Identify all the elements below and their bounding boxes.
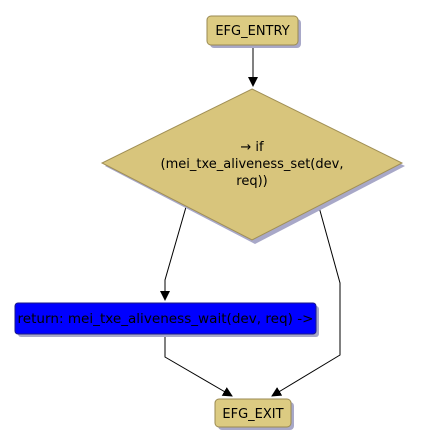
entry-node-box: [206, 15, 299, 46]
decision-label-line1: → if: [240, 140, 264, 155]
process-node-label: return: mei_txe_aliveness_wait(dev, req)…: [18, 312, 314, 327]
process-node-box: [14, 302, 317, 335]
decision-node: → if (mei_txe_aliveness_set(dev, req)): [100, 88, 405, 244]
decision-label-line2: (mei_txe_aliveness_set(dev,: [161, 157, 344, 172]
exit-node-label: EFG_EXIT: [222, 407, 283, 422]
edge-decision-to-process: [160, 206, 187, 301]
exit-node-box: [214, 398, 292, 428]
process-node: return: mei_txe_aliveness_wait(dev, req)…: [14, 302, 319, 337]
entry-node: EFG_ENTRY: [206, 15, 301, 48]
edge-process-to-exit: [164, 333, 233, 397]
exit-node: EFG_EXIT: [214, 398, 294, 430]
decision-label-line3: req)): [236, 174, 267, 189]
entry-node-label: EFG_ENTRY: [215, 24, 289, 39]
edges: [160, 46, 341, 397]
decision-node-diamond: [100, 88, 404, 241]
edge-decision-to-exit: [271, 206, 341, 397]
